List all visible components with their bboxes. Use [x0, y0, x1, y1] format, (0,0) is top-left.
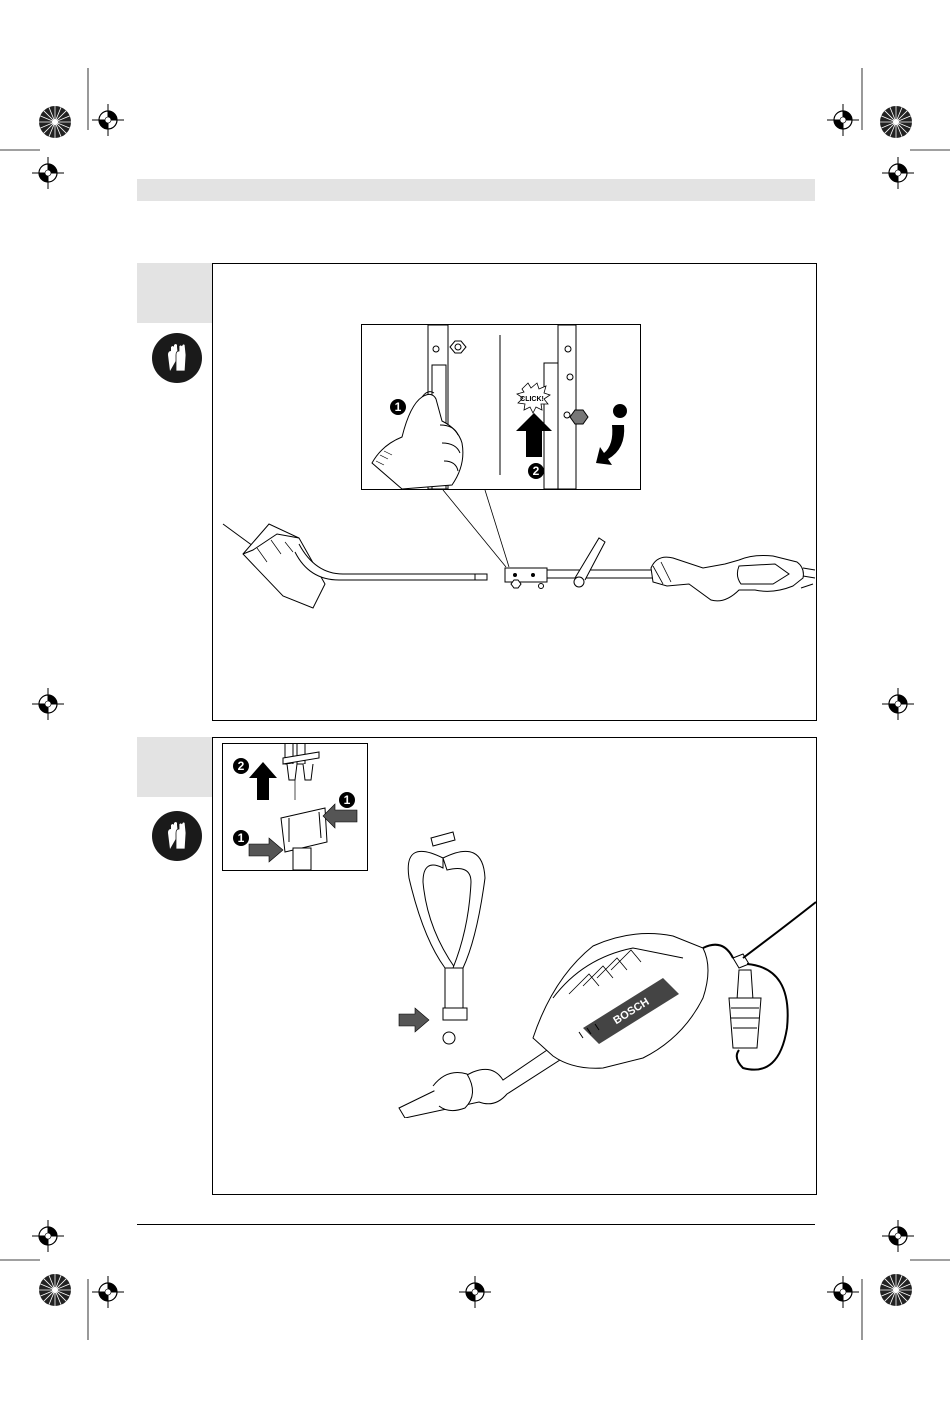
- gloves-icon: [152, 333, 202, 383]
- grass-trimmer-illustration: [213, 504, 816, 624]
- step-marker: 2: [238, 759, 245, 773]
- shoulder-strap-illustration: BOSCH: [383, 818, 816, 1118]
- gloves-icon: [152, 811, 202, 861]
- step-tab-2: [137, 737, 213, 797]
- step-marker: 1: [238, 831, 245, 845]
- figure-2-detail-inset: 2 1 1: [222, 743, 368, 871]
- step-tab-1: [137, 263, 213, 323]
- header-bar: [137, 179, 815, 201]
- figure-2-panel: 2 1 1: [212, 737, 817, 1195]
- callout-lines: [213, 264, 816, 720]
- figure-1-panel: 1 CLICK! 2: [212, 263, 817, 721]
- footer-rule: [137, 1224, 815, 1225]
- step-marker: 1: [344, 793, 351, 807]
